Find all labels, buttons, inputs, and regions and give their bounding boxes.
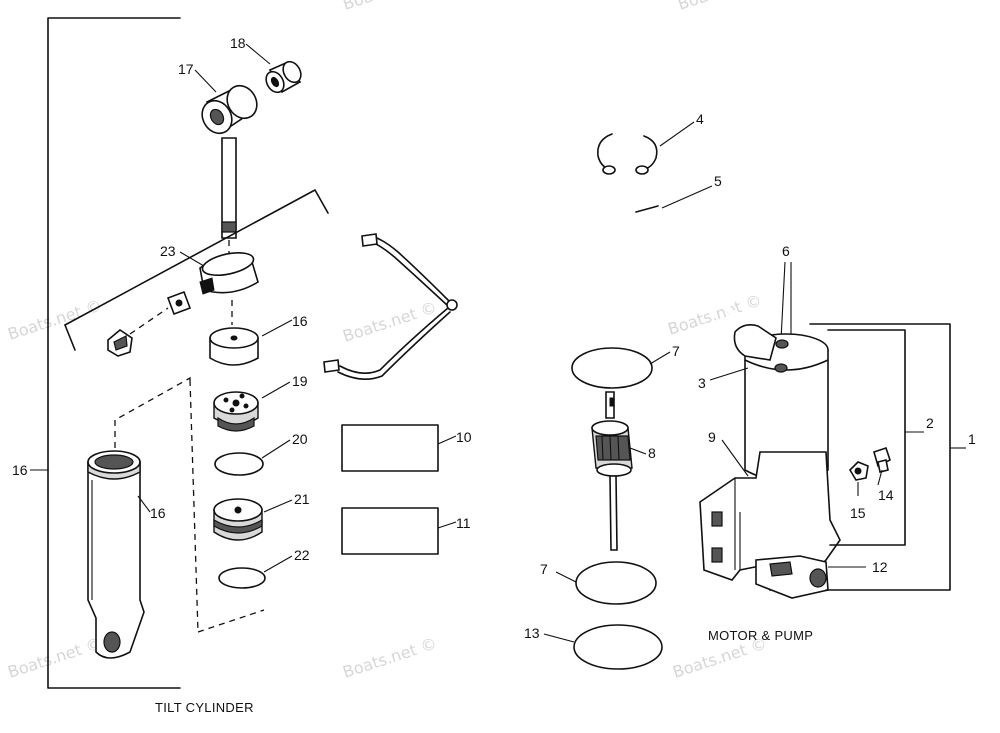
part-13-o-ring	[573, 624, 663, 670]
part-17-tilt-eye	[201, 84, 258, 239]
group-bracket-1	[809, 323, 951, 591]
part-5-pin	[635, 205, 659, 213]
label-21: 21	[294, 491, 310, 507]
internals-bracket	[189, 379, 199, 633]
label-14: 14	[878, 487, 894, 503]
part-8-armature	[591, 391, 633, 551]
label-1: 1	[968, 431, 976, 447]
group-bracket-2	[827, 329, 906, 546]
part-9-pump	[699, 451, 841, 599]
leader-lines	[30, 43, 966, 643]
watermark: Boats.net ©	[340, 298, 439, 346]
part-20-o-ring	[214, 452, 264, 476]
part-23-plate	[166, 290, 192, 316]
part-7-o-ring	[571, 347, 653, 389]
label-23: 23	[160, 243, 176, 259]
part-4-clips	[596, 133, 658, 175]
label-18: 18	[230, 35, 246, 51]
label-13: 13	[524, 625, 540, 641]
label-17: 17	[178, 61, 194, 77]
part-10-decal	[341, 424, 439, 472]
label-7: 7	[540, 561, 548, 577]
watermark: Boats.net ©	[675, 0, 774, 14]
bracket-23-frame	[64, 324, 76, 351]
group-bracket-16	[47, 17, 181, 471]
watermark: Boats.net ©	[340, 634, 439, 682]
group-bracket-16-lower	[47, 469, 181, 689]
label-8: 8	[648, 445, 656, 461]
part-19-piston	[213, 391, 259, 432]
part-16-cylinder-body	[87, 450, 145, 659]
part-18-bushing	[265, 60, 302, 94]
label-15: 15	[850, 505, 866, 521]
label-20: 20	[292, 431, 308, 447]
part-labels: 18 17 23 16 19 20 21 22 16 16 10 11 4 5 …	[12, 35, 976, 641]
wiring-harness	[323, 233, 748, 380]
part-22-o-ring	[218, 567, 266, 589]
label-4: 4	[696, 111, 704, 127]
label-5: 5	[714, 173, 722, 189]
label-7: 7	[672, 343, 680, 359]
part-11-decal	[341, 507, 439, 555]
part-23-bolt	[107, 307, 169, 357]
part-3-motor	[733, 324, 829, 482]
caption-tilt-cylinder: TILT CYLINDER	[155, 700, 254, 715]
watermark: Boats.net ©	[340, 0, 439, 14]
label-6: 6	[782, 243, 790, 259]
label-16: 16	[12, 462, 28, 478]
label-16: 16	[150, 505, 166, 521]
label-22: 22	[294, 547, 310, 563]
part-23-clamp	[199, 252, 259, 295]
label-9: 9	[708, 429, 716, 445]
part-21-piston	[213, 498, 263, 541]
watermark: Boats.net ©	[5, 634, 104, 682]
internals-bracket	[197, 609, 265, 633]
label-19: 19	[292, 373, 308, 389]
label-16: 16	[292, 313, 308, 329]
label-3: 3	[698, 375, 706, 391]
label-10: 10	[456, 429, 472, 445]
label-11: 11	[456, 515, 471, 531]
label-12: 12	[872, 559, 888, 575]
label-2: 2	[926, 415, 934, 431]
bracket-23-frame	[64, 189, 329, 326]
leader	[780, 261, 786, 341]
internals-bracket	[114, 376, 191, 421]
caption-motor-pump: MOTOR & PUMP	[708, 628, 813, 643]
part-16-piston-disk	[209, 327, 259, 366]
part-15-nut	[848, 461, 869, 481]
watermark: Boats.net ©	[5, 296, 104, 344]
part-7-o-ring	[575, 561, 657, 605]
part-14-fitting	[873, 446, 891, 473]
